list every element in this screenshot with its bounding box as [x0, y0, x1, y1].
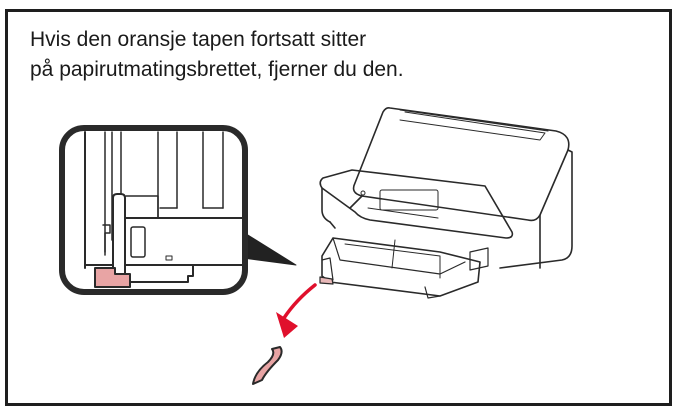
- instruction-line-2: på papirutmatingsbrettet, fjerner du den…: [30, 58, 404, 81]
- instruction-text: Hvis den oransje tapen fortsatt sitter p…: [30, 25, 404, 85]
- instruction-line-1: Hvis den oransje tapen fortsatt sitter: [30, 28, 367, 51]
- removed-tape-icon: [252, 346, 283, 385]
- inset-closeup: [59, 125, 297, 295]
- printer-illustration: [319, 107, 573, 299]
- arrow-icon: [276, 283, 317, 338]
